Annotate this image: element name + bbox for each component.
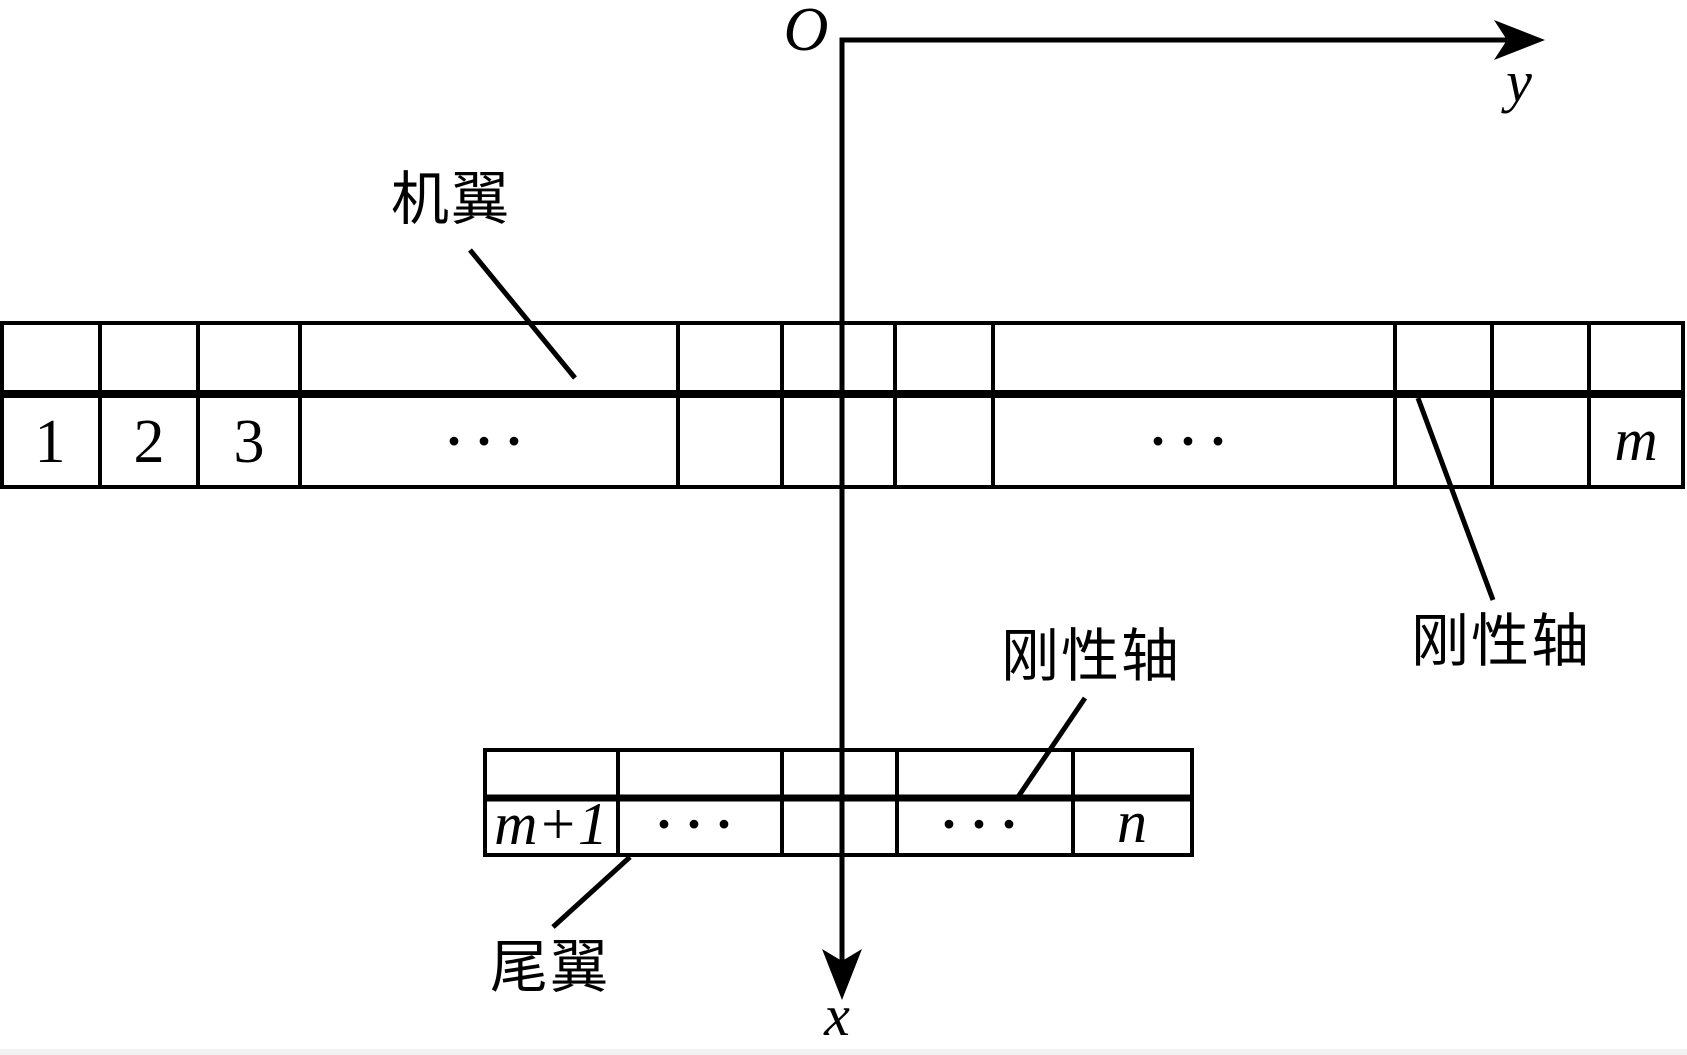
wing-panel-dividers xyxy=(98,323,1591,487)
callout-pointer-lines xyxy=(468,248,1496,929)
coordinate-axes-line xyxy=(839,37,1512,962)
tail-callout-label: 尾翼 xyxy=(489,935,611,1000)
y-axis-arrowhead-icon xyxy=(1494,20,1545,60)
tail-cell-label-n: n xyxy=(1117,789,1147,855)
tail-callout-line xyxy=(551,855,632,929)
wing-cell-ellipsis: ··· xyxy=(444,411,536,471)
wing-panel-grid xyxy=(0,321,1685,489)
wing-rigid-axis-callout-label: 刚性轴 xyxy=(1410,609,1592,674)
x-axis-label: x xyxy=(824,983,850,1048)
wing-cell-label: 3 xyxy=(233,408,265,476)
wing-rigid-axis-callout-line xyxy=(1415,397,1496,601)
wing-cell-ellipsis: ··· xyxy=(1148,411,1240,471)
wing-cell-label: 1 xyxy=(34,408,66,476)
tail-panel-grid xyxy=(483,748,1194,857)
wing-cell-label-m: m xyxy=(1614,407,1658,473)
tail-rigid-axis-callout-label: 刚性轴 xyxy=(1000,624,1182,689)
tail-cell-ellipsis: ··· xyxy=(939,794,1031,854)
wing-callout-line xyxy=(468,248,577,380)
y-axis-label: y xyxy=(1506,49,1532,114)
wing-cell-label: 2 xyxy=(133,408,165,476)
wing-callout-label: 机翼 xyxy=(390,167,512,232)
wing-outline xyxy=(0,321,1685,489)
x-axis-arrowhead-icon xyxy=(822,949,862,1000)
tail-outline xyxy=(483,748,1194,857)
origin-label: O xyxy=(783,0,829,64)
tail-cell-ellipsis: ··· xyxy=(654,794,746,854)
tail-panel-dividers xyxy=(616,750,1075,855)
scan-edge-strip xyxy=(0,1049,1687,1055)
tail-cell-label-m1: m+1 xyxy=(494,791,608,857)
tail-rigid-axis-callout-line xyxy=(1015,696,1088,799)
